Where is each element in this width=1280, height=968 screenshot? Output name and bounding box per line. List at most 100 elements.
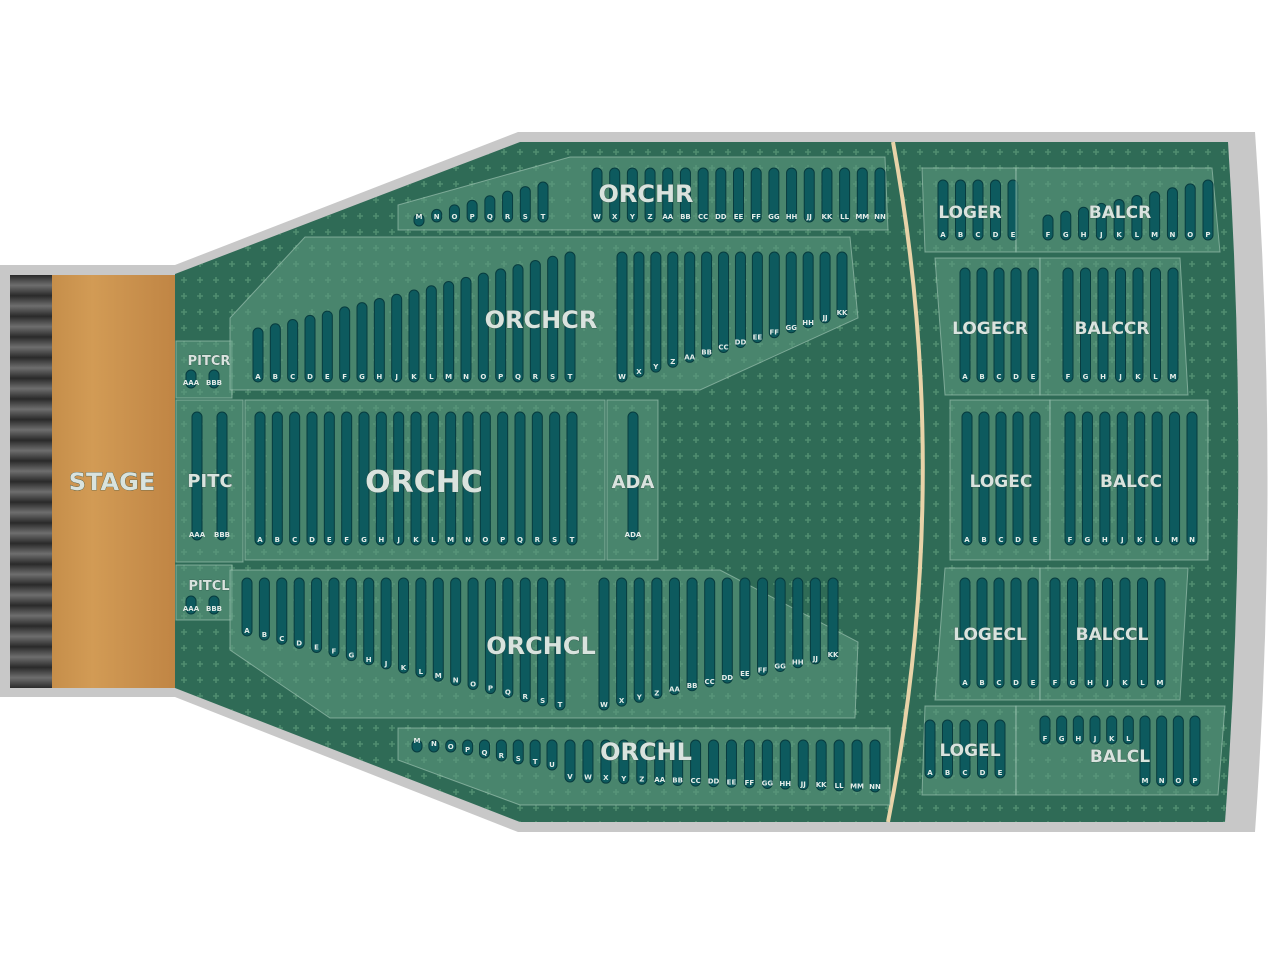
seat-row[interactable]: M	[432, 577, 444, 682]
seat-row[interactable]: Y	[626, 167, 638, 223]
seat-row[interactable]: C	[289, 411, 301, 546]
seat-row[interactable]: Z	[636, 739, 648, 785]
seat-row-bar[interactable]	[537, 181, 549, 223]
seat-row[interactable]: NN	[869, 739, 881, 793]
seat-row-bar[interactable]	[627, 411, 639, 541]
seat-row[interactable]: CC	[697, 167, 709, 223]
seat-row[interactable]: J	[393, 411, 405, 546]
seat-row[interactable]: J	[1115, 267, 1126, 383]
seat-row-bar[interactable]	[757, 577, 769, 676]
seat-row[interactable]: F	[328, 577, 340, 658]
seat-row[interactable]: H	[363, 577, 375, 666]
seat-row[interactable]: JJ	[797, 739, 809, 791]
seat-row[interactable]: JJ	[819, 251, 831, 324]
seat-row[interactable]: A	[959, 577, 971, 689]
seat-row[interactable]: N	[1156, 715, 1168, 787]
seat-row[interactable]: L	[1122, 715, 1134, 745]
section-area[interactable]	[175, 340, 233, 399]
seat-row-bar[interactable]	[427, 411, 439, 546]
seat-row-bar[interactable]	[959, 577, 971, 689]
seat-row[interactable]: AAA	[189, 411, 206, 541]
seat-row[interactable]: E	[1027, 267, 1039, 383]
seat-row-bar[interactable]	[1042, 214, 1054, 241]
seat-row[interactable]: BB	[701, 251, 713, 358]
seat-row-bar[interactable]	[1113, 198, 1125, 241]
seat-row-bar[interactable]	[616, 577, 628, 707]
section-area[interactable]	[229, 236, 859, 391]
seat-row[interactable]: P	[462, 739, 474, 756]
seat-row-bar[interactable]	[208, 369, 220, 389]
seat-row[interactable]: P	[1202, 179, 1214, 241]
seat-row-bar[interactable]	[1056, 715, 1068, 745]
seat-row[interactable]: CC	[718, 251, 730, 353]
seat-row-bar[interactable]	[1097, 267, 1109, 383]
seat-row-bar[interactable]	[363, 577, 375, 666]
seat-row[interactable]: C	[276, 577, 288, 645]
seat-row[interactable]: A	[937, 179, 949, 241]
seat-row-bar[interactable]	[479, 739, 490, 759]
seat-row-bar[interactable]	[743, 739, 755, 789]
seat-row[interactable]: B	[976, 577, 988, 689]
seat-row-bar[interactable]	[373, 297, 385, 383]
seat-row[interactable]: AAA	[183, 595, 200, 615]
seat-row[interactable]: C	[993, 577, 1005, 689]
seat-row[interactable]: D	[977, 719, 988, 779]
seat-row-bar[interactable]	[529, 739, 541, 768]
seat-row[interactable]: M	[445, 411, 457, 546]
seat-row-bar[interactable]	[443, 281, 455, 383]
seat-row-bar[interactable]	[1062, 267, 1074, 383]
seat-row[interactable]: FF	[768, 251, 780, 339]
seat-row-bar[interactable]	[304, 314, 316, 383]
seat-row-bar[interactable]	[1186, 411, 1198, 546]
seat-row[interactable]: L	[415, 577, 427, 678]
seat-row-bar[interactable]	[564, 739, 576, 783]
seat-row-bar[interactable]	[339, 306, 351, 383]
seat-row-bar[interactable]	[972, 179, 984, 241]
seat-row-bar[interactable]	[993, 267, 1005, 383]
seat-row-bar[interactable]	[701, 251, 713, 358]
seat-row-bar[interactable]	[651, 577, 663, 699]
seat-row-bar[interactable]	[191, 411, 203, 541]
seat-row-bar[interactable]	[1139, 715, 1151, 787]
seat-row-bar[interactable]	[1084, 577, 1096, 689]
seat-row-bar[interactable]	[1115, 267, 1126, 383]
seat-row-bar[interactable]	[733, 167, 744, 223]
seat-row[interactable]: GG	[785, 251, 797, 334]
seat-row[interactable]: DD	[715, 167, 727, 223]
seat-row[interactable]: V	[564, 739, 576, 783]
seat-row-bar[interactable]	[467, 577, 479, 690]
seat-row-bar[interactable]	[547, 255, 559, 383]
seat-row-bar[interactable]	[1029, 411, 1041, 546]
seat-row[interactable]: KK	[815, 739, 827, 791]
seat-row[interactable]: M	[1169, 411, 1181, 546]
seat-row-bar[interactable]	[323, 411, 335, 546]
seat-row[interactable]: J	[1095, 202, 1107, 241]
seat-row[interactable]: G	[1080, 267, 1091, 383]
seat-row-bar[interactable]	[554, 577, 566, 711]
seat-row[interactable]: R	[529, 259, 541, 383]
seat-row-bar[interactable]	[1132, 267, 1144, 383]
seat-row-bar[interactable]	[413, 213, 425, 227]
seat-row[interactable]: X	[616, 577, 628, 707]
seat-row[interactable]: ADA	[625, 411, 642, 541]
seat-row-bar[interactable]	[1039, 715, 1051, 745]
seat-row[interactable]: A	[924, 719, 936, 779]
seat-row-bar[interactable]	[269, 323, 281, 383]
seat-row[interactable]: T	[529, 739, 541, 768]
seat-row[interactable]: Q	[502, 577, 514, 699]
seat-row-bar[interactable]	[216, 411, 228, 541]
seat-row-bar[interactable]	[851, 739, 863, 792]
seat-row[interactable]: NN	[874, 167, 886, 223]
seat-row[interactable]: KK	[827, 577, 839, 661]
seat-row[interactable]: DD	[735, 251, 747, 349]
seat-row-bar[interactable]	[609, 167, 621, 223]
seat-row-bar[interactable]	[959, 719, 971, 779]
seat-row[interactable]: LL	[839, 167, 851, 223]
seat-row-bar[interactable]	[484, 195, 496, 223]
seat-row[interactable]: J	[380, 577, 392, 670]
seat-row[interactable]: HH	[802, 251, 814, 329]
seat-row[interactable]: C	[995, 411, 1007, 546]
